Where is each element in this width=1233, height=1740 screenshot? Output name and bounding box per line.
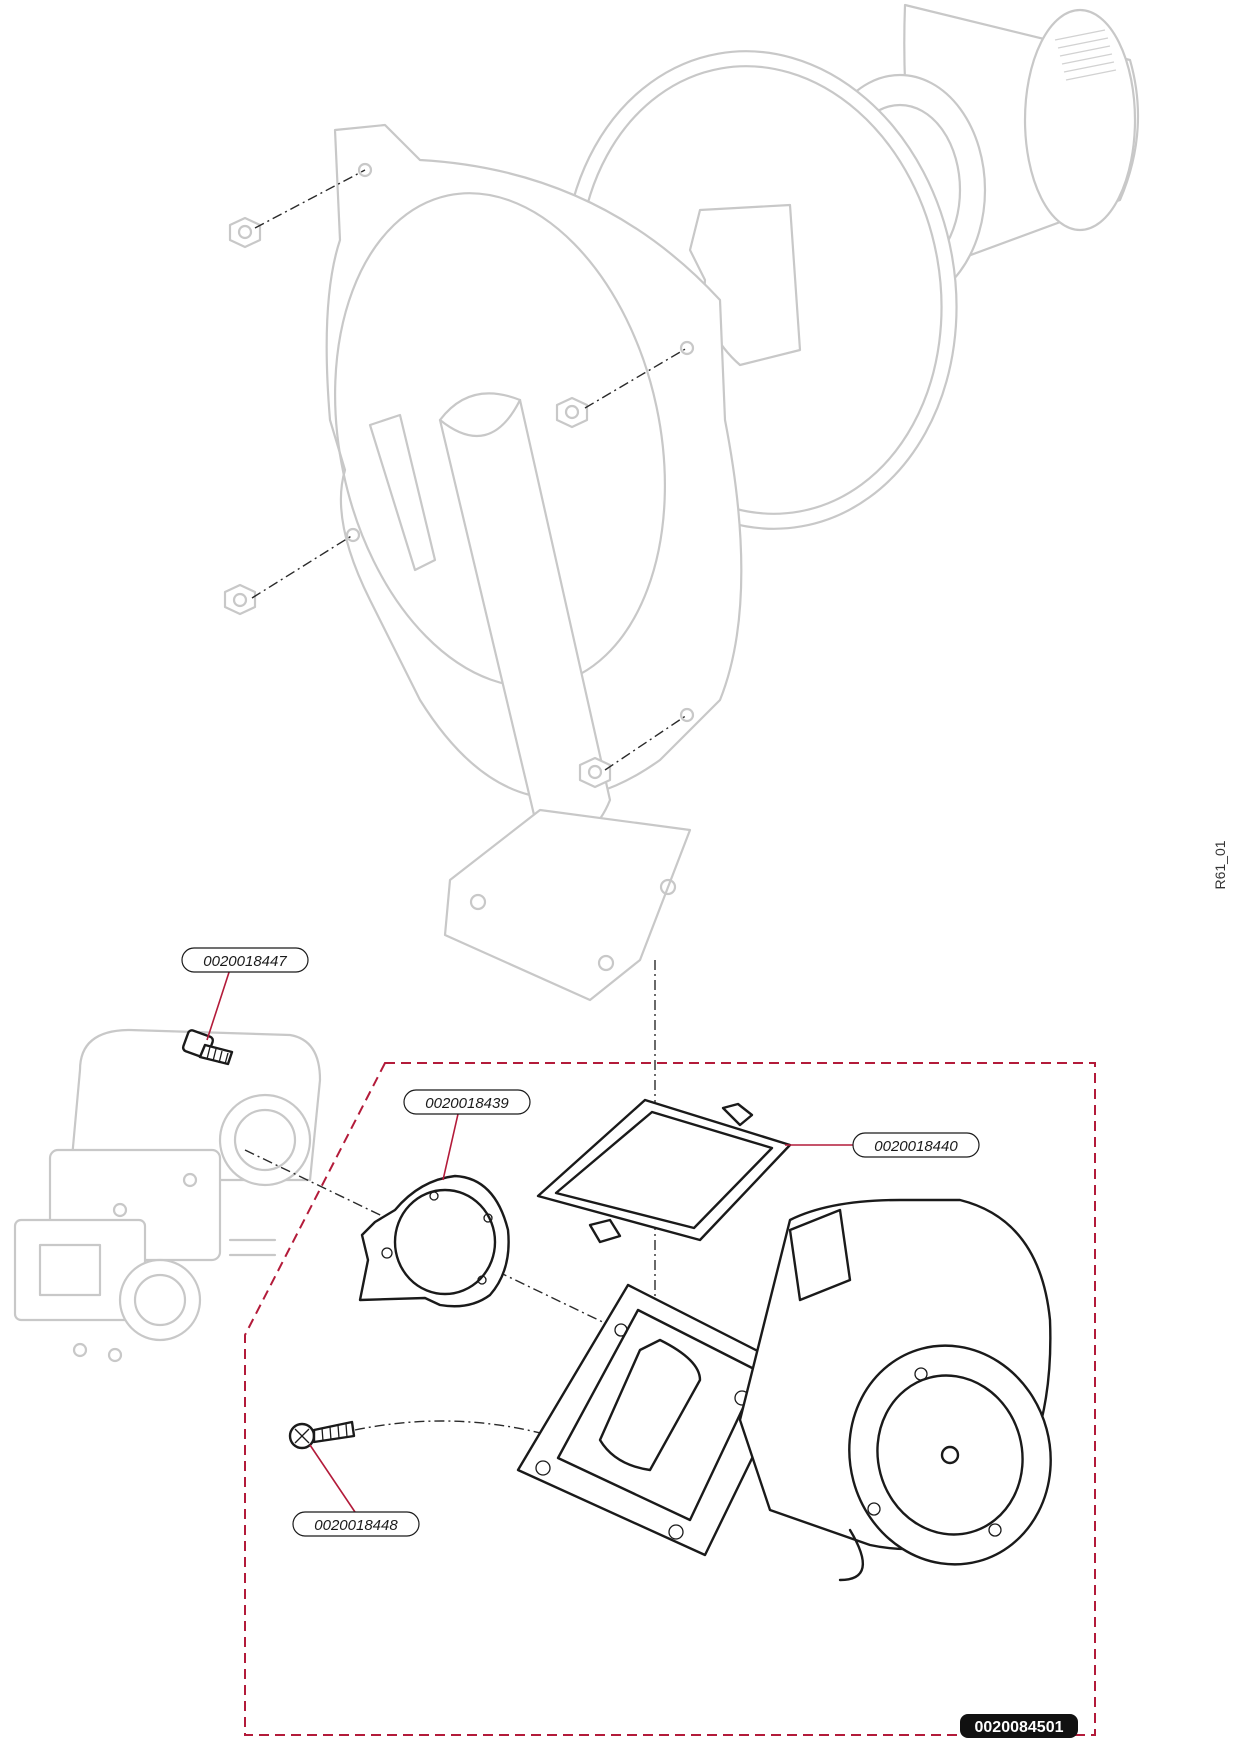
nut-top-left [228,216,262,249]
round-gasket-part [358,1174,510,1308]
callout-screw-bottom: 0020018448 [292,1511,420,1537]
nut-mid-left [223,583,257,616]
fan-blower-part [738,1198,1052,1582]
callout-gasket-round: 0020018439 [403,1089,531,1115]
assembly-part-number: 0020084501 [975,1719,1064,1736]
mounting-nuts [223,216,612,789]
air-intake-pipe [438,392,692,1002]
callout-gasket-round-text: 0020018439 [425,1095,509,1112]
callout-screw-top-text: 0020018447 [203,953,287,970]
top-screw-part [181,1029,234,1066]
leader-screw-top [206,959,234,1041]
callout-gasket-rect-text: 0020018440 [874,1138,958,1155]
nut-axis-lines [251,169,688,771]
leader-gasket-round [442,1113,459,1181]
drawing-reference: R61_01 [1212,840,1228,889]
gas-axis-line [244,1149,641,1341]
callout-gasket-rect: 0020018440 [852,1132,980,1158]
callout-screw-top: 0020018447 [181,947,309,973]
assembly-part-badge: 0020084501 [960,1714,1078,1738]
rect-gasket-part [536,1098,792,1244]
nut-bottom [578,756,612,789]
nut-mid-right [555,396,589,429]
bottom-screw-part [288,1420,356,1450]
fan-flange-part [516,1283,797,1557]
leader-screw-bottom [309,1444,356,1513]
gas-valve-ghost [13,1028,322,1363]
callout-screw-bottom-text: 0020018448 [314,1517,398,1534]
